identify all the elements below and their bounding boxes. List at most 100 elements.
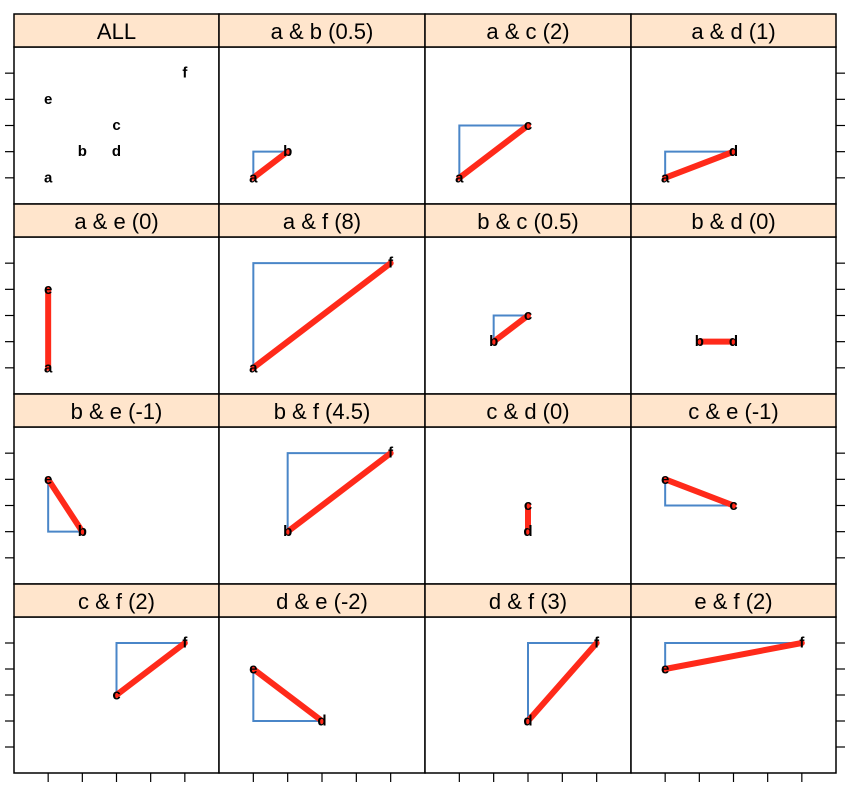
point-label-d: d bbox=[317, 713, 326, 730]
point-label-c: c bbox=[729, 497, 737, 514]
path-line bbox=[252, 669, 322, 722]
path-line bbox=[47, 479, 83, 533]
strip-label: b & f (4.5) bbox=[274, 399, 371, 424]
strip-label: d & e (-2) bbox=[276, 589, 368, 614]
point-label-f: f bbox=[388, 445, 394, 462]
panel: a & b (0.5) a b bbox=[218, 13, 426, 205]
point-label-e: e bbox=[44, 281, 52, 298]
path-line bbox=[252, 150, 288, 178]
point-label-e: e bbox=[661, 661, 669, 678]
point-label-a: a bbox=[249, 359, 258, 376]
point-label-c: c bbox=[112, 687, 120, 704]
point-label-b: b bbox=[283, 523, 292, 540]
segment-line bbox=[113, 640, 188, 698]
segment-line bbox=[250, 260, 394, 371]
panel-area bbox=[218, 616, 426, 774]
strip-label: a & b (0.5) bbox=[271, 19, 374, 44]
point-label-e: e bbox=[44, 471, 52, 488]
path-line bbox=[664, 150, 734, 178]
point-label-f: f bbox=[594, 635, 600, 652]
panel: a & c (2) a c bbox=[424, 13, 632, 205]
point-label-f: f bbox=[182, 635, 188, 652]
panel: c & f (2) c f bbox=[5, 583, 220, 782]
strip-label: b & c (0.5) bbox=[477, 209, 578, 234]
path-line bbox=[527, 642, 597, 721]
point-label-d: d bbox=[523, 713, 532, 730]
point-label-d: d bbox=[729, 143, 738, 160]
path-line bbox=[664, 642, 802, 669]
point-label-f: f bbox=[182, 65, 188, 82]
point-label-d: d bbox=[112, 143, 121, 160]
panel: e & f (2) e f bbox=[630, 583, 845, 782]
panel: ALL a b cd e f bbox=[5, 13, 220, 205]
point-label-b: b bbox=[78, 143, 87, 160]
point-label-b: b bbox=[283, 143, 292, 160]
segment-line bbox=[250, 666, 325, 724]
segment-line bbox=[490, 312, 531, 345]
point-label-e: e bbox=[249, 661, 257, 678]
point-label-c: c bbox=[524, 497, 532, 514]
strip bbox=[13, 203, 220, 238]
panel-area bbox=[13, 426, 220, 585]
point-label-b: b bbox=[489, 333, 498, 350]
strip bbox=[424, 393, 632, 428]
path-line bbox=[252, 262, 391, 368]
path-line bbox=[458, 124, 528, 178]
panel: d & e (-2) d e bbox=[218, 583, 426, 782]
strip-label: a & e (0) bbox=[74, 209, 158, 234]
panel: d & f (3)df bbox=[424, 583, 632, 782]
panel-area bbox=[630, 616, 837, 774]
path-line bbox=[286, 452, 391, 532]
segment-line bbox=[662, 148, 737, 181]
strip-label: c & e (-1) bbox=[688, 399, 778, 424]
strip-label: a & d (1) bbox=[691, 19, 775, 44]
point-label-c: c bbox=[524, 117, 532, 134]
point-label-a: a bbox=[44, 359, 53, 376]
strip bbox=[424, 583, 632, 618]
panel: b & e (-1) b e bbox=[5, 393, 220, 585]
panel: b & c (0.5)bc bbox=[424, 203, 632, 395]
strip-label: c & d (0) bbox=[486, 399, 569, 424]
panel: a & f (8) a f bbox=[218, 203, 426, 395]
panel-area bbox=[630, 236, 837, 395]
strip bbox=[630, 583, 837, 618]
segment-line bbox=[662, 640, 805, 672]
point-label-b: b bbox=[78, 523, 87, 540]
strip-label: b & d (0) bbox=[691, 209, 775, 234]
point-label-a: a bbox=[44, 169, 53, 186]
point-label-f: f bbox=[388, 255, 394, 272]
panel: b & f (4.5) b f bbox=[218, 393, 426, 585]
strip-label: b & e (-1) bbox=[71, 399, 163, 424]
point-label-b: b bbox=[695, 333, 704, 350]
segment-line bbox=[250, 148, 291, 181]
point-label-a: a bbox=[455, 169, 464, 186]
panel: c & e (-1) c e bbox=[630, 393, 845, 585]
strip-label: c & f (2) bbox=[78, 589, 155, 614]
strip-label: e & f (2) bbox=[694, 589, 772, 614]
path-line bbox=[115, 642, 185, 695]
strip-label: ALL bbox=[97, 19, 136, 44]
strip-label: a & c (2) bbox=[486, 19, 569, 44]
strip bbox=[13, 13, 220, 48]
point-label-e: e bbox=[44, 91, 52, 108]
panel-area bbox=[13, 46, 220, 205]
strip bbox=[13, 583, 220, 618]
strip-label: a & f (8) bbox=[283, 209, 361, 234]
segment-line bbox=[284, 450, 394, 535]
strip bbox=[630, 393, 837, 428]
path-line bbox=[492, 314, 528, 342]
point-label-c: c bbox=[112, 117, 120, 134]
panel: a & d (1) a d bbox=[630, 13, 845, 205]
segment-line bbox=[525, 640, 600, 724]
strip bbox=[424, 203, 632, 238]
path-line bbox=[664, 479, 734, 507]
strip bbox=[630, 13, 837, 48]
point-label-f: f bbox=[799, 635, 805, 652]
point-label-a: a bbox=[249, 169, 258, 186]
point-label-e: e bbox=[661, 471, 669, 488]
panel: c & d (0)cd bbox=[424, 393, 632, 585]
strip bbox=[630, 203, 837, 238]
point-label-a: a bbox=[661, 169, 670, 186]
